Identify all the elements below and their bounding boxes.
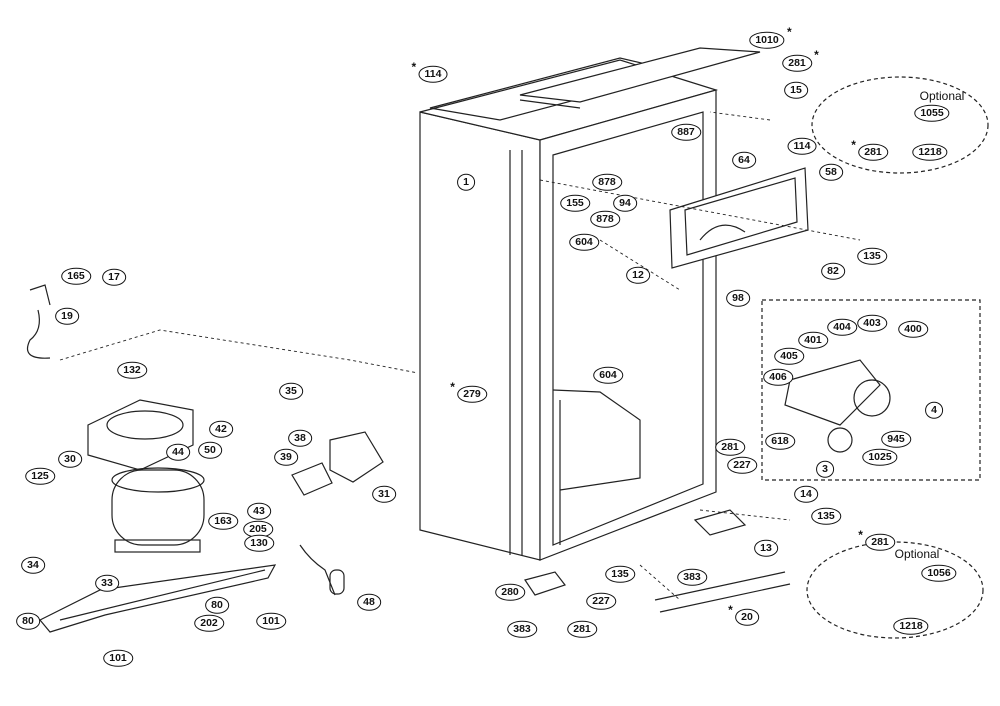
part-400: 400 <box>898 320 928 338</box>
part-227-a: 227 <box>727 456 757 474</box>
optional-label-bottom: Optional <box>894 547 940 561</box>
part-405: 405 <box>774 347 804 365</box>
part-17: 17 <box>102 268 126 286</box>
bottom-hinge-part <box>524 509 791 613</box>
part-279: 279 <box>450 381 487 403</box>
part-12: 12 <box>626 266 650 284</box>
part-130: 130 <box>244 534 274 552</box>
optional-hinge-bottom-detail <box>806 541 984 639</box>
part-135-a: 135 <box>857 247 887 265</box>
part-281-bottom: 281 <box>567 620 597 638</box>
part-39: 39 <box>274 448 298 466</box>
part-98: 98 <box>726 289 750 307</box>
part-163: 163 <box>208 512 238 530</box>
part-3: 3 <box>816 460 834 478</box>
part-1218-top: 1218 <box>912 143 948 161</box>
part-33: 33 <box>95 574 119 592</box>
part-878-b: 878 <box>590 210 620 228</box>
part-281-optional-bottom: 281 <box>858 529 895 551</box>
part-14: 14 <box>794 485 818 503</box>
part-50: 50 <box>198 441 222 459</box>
part-1056: 1056 <box>921 564 957 582</box>
thermostat-part <box>26 284 384 596</box>
part-155: 155 <box>560 194 590 212</box>
part-1055: 1055 <box>914 104 950 122</box>
part-280: 280 <box>495 583 525 601</box>
lamp-assembly-part <box>784 359 891 453</box>
part-281-mid: 281 <box>715 438 745 456</box>
part-101-b: 101 <box>103 649 133 667</box>
part-202: 202 <box>194 614 224 632</box>
part-1: 1 <box>457 173 475 191</box>
part-945: 945 <box>881 430 911 448</box>
part-114-top: 114 <box>412 61 448 83</box>
part-383-left: 383 <box>507 620 537 638</box>
part-281-optional-top: 281 <box>851 139 888 161</box>
lamp-assembly-detail-box <box>761 299 981 481</box>
optional-hinge-top-detail <box>811 76 989 174</box>
compressor-part <box>111 467 205 553</box>
part-604-a: 604 <box>569 233 599 251</box>
part-383-right: 383 <box>677 568 707 586</box>
part-80-mid: 80 <box>205 596 229 614</box>
part-30: 30 <box>58 450 82 468</box>
part-20: 20 <box>728 604 759 626</box>
part-19: 19 <box>55 307 79 325</box>
part-38: 38 <box>288 429 312 447</box>
part-401: 401 <box>798 331 828 349</box>
part-80-left: 80 <box>16 612 40 630</box>
part-15: 15 <box>784 81 808 99</box>
part-42: 42 <box>209 420 233 438</box>
part-878-a: 878 <box>592 173 622 191</box>
part-604-b: 604 <box>593 366 623 384</box>
part-44: 44 <box>166 443 190 461</box>
part-48: 48 <box>357 593 381 611</box>
part-4: 4 <box>925 401 943 419</box>
part-165: 165 <box>61 267 91 285</box>
part-132: 132 <box>117 361 147 379</box>
part-114-right: 114 <box>787 137 817 155</box>
part-404: 404 <box>827 318 857 336</box>
part-135-c: 135 <box>605 565 635 583</box>
part-205: 205 <box>243 520 273 538</box>
part-64: 64 <box>732 151 756 169</box>
part-135-b: 135 <box>811 507 841 525</box>
part-1025: 1025 <box>862 448 898 466</box>
base-plate-part <box>39 564 277 633</box>
part-34: 34 <box>21 556 45 574</box>
part-82: 82 <box>821 262 845 280</box>
part-281-top: 281 <box>782 49 818 72</box>
part-227-b: 227 <box>586 592 616 610</box>
part-618: 618 <box>765 432 795 450</box>
part-125: 125 <box>25 467 55 485</box>
part-1218-bottom: 1218 <box>893 617 929 635</box>
part-35: 35 <box>279 382 303 400</box>
part-101-a: 101 <box>256 612 286 630</box>
part-58: 58 <box>819 163 843 181</box>
part-403: 403 <box>857 314 887 332</box>
part-31: 31 <box>372 485 396 503</box>
part-406: 406 <box>763 368 793 386</box>
part-887: 887 <box>671 123 701 141</box>
leader-lines <box>59 111 861 601</box>
part-1010: 1010 <box>749 26 792 49</box>
part-13: 13 <box>754 539 778 557</box>
part-94: 94 <box>613 194 637 212</box>
optional-label-top: Optional <box>919 89 965 103</box>
top-cover-part <box>519 47 761 109</box>
part-43: 43 <box>247 502 271 520</box>
